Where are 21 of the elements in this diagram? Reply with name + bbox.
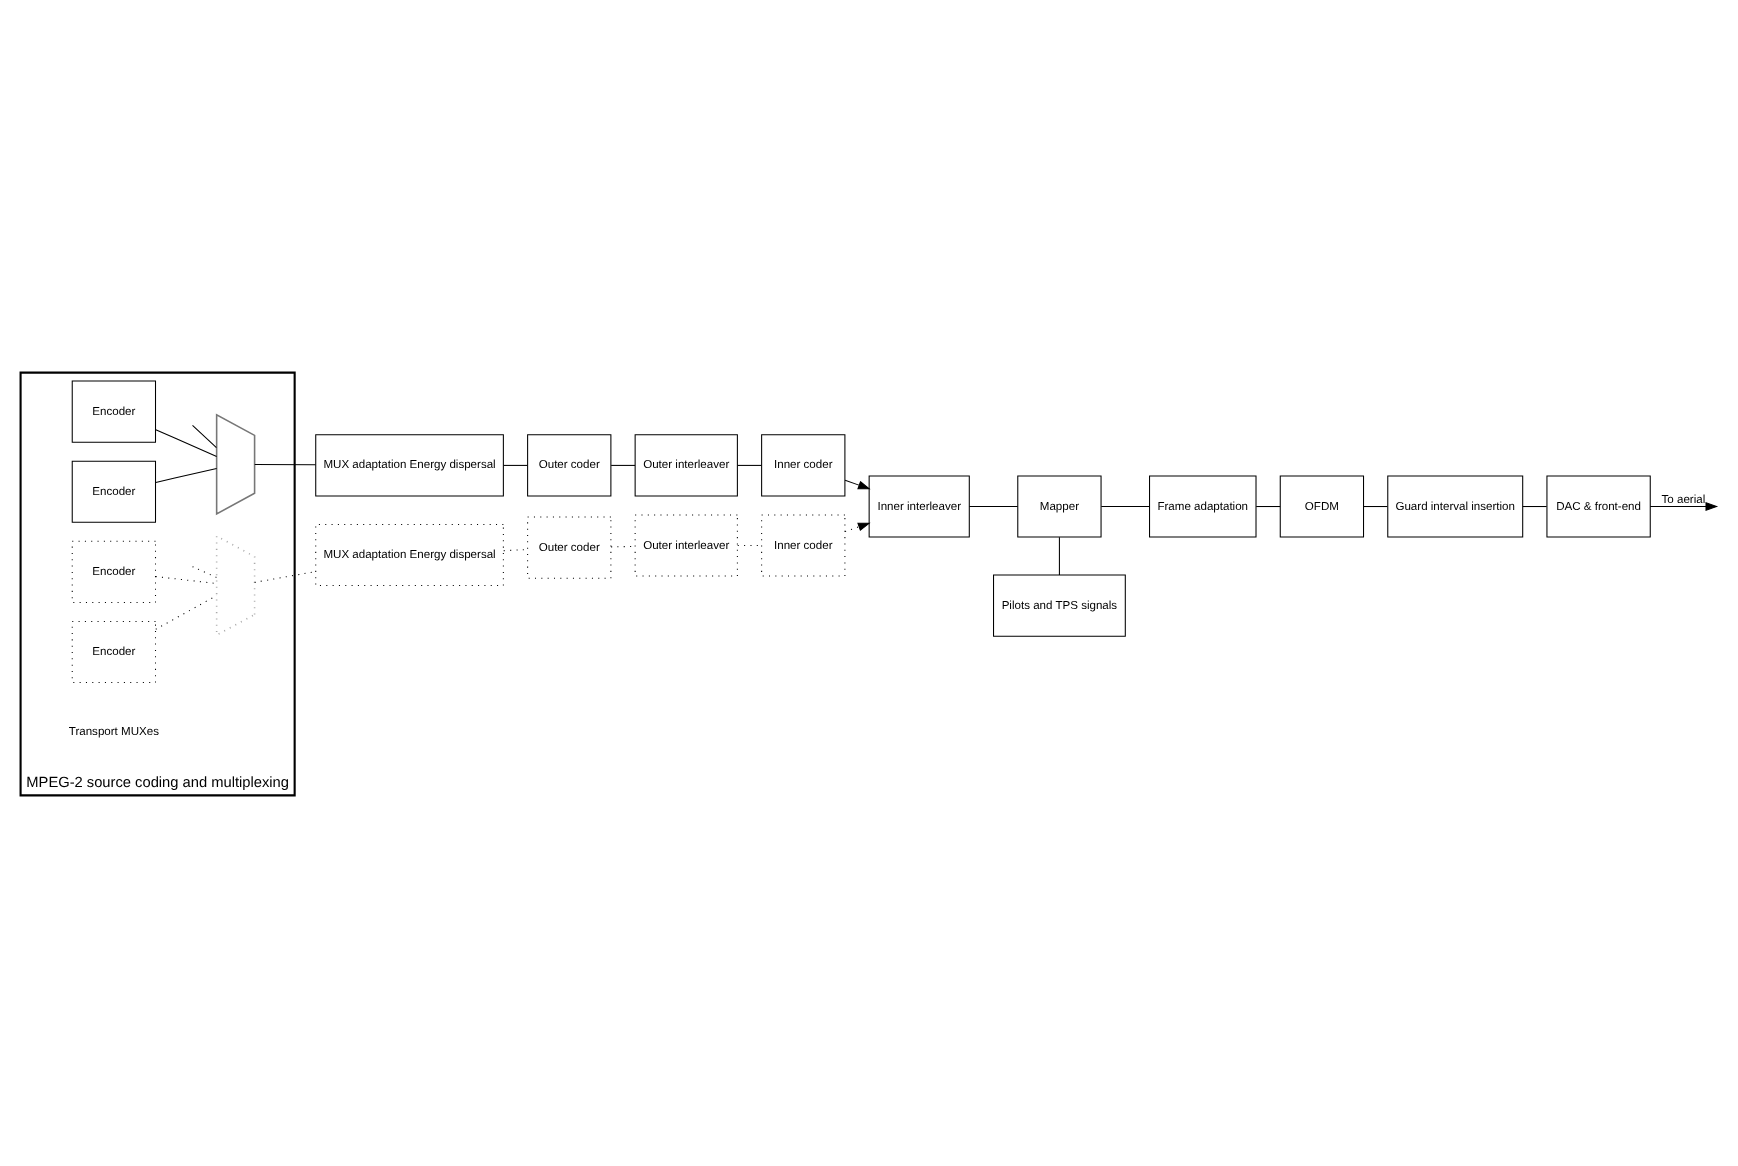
arrow [1649, 501, 1719, 510]
connector [1522, 505, 1548, 507]
connector [503, 463, 528, 465]
node-trapezoid [215, 533, 256, 636]
connector [192, 423, 217, 448]
connector [155, 575, 218, 584]
connector [1363, 505, 1388, 507]
connector [1100, 505, 1150, 507]
connector [737, 463, 763, 465]
arrow [844, 521, 871, 532]
connector [254, 570, 317, 582]
connector [254, 462, 317, 465]
connector [192, 565, 217, 577]
connector [610, 463, 636, 465]
arrow [844, 478, 871, 489]
connector [968, 505, 1019, 507]
connector [155, 466, 218, 482]
connector [1058, 535, 1060, 575]
connector [155, 428, 218, 456]
connector [1255, 505, 1281, 507]
node-trapezoid [215, 412, 256, 515]
